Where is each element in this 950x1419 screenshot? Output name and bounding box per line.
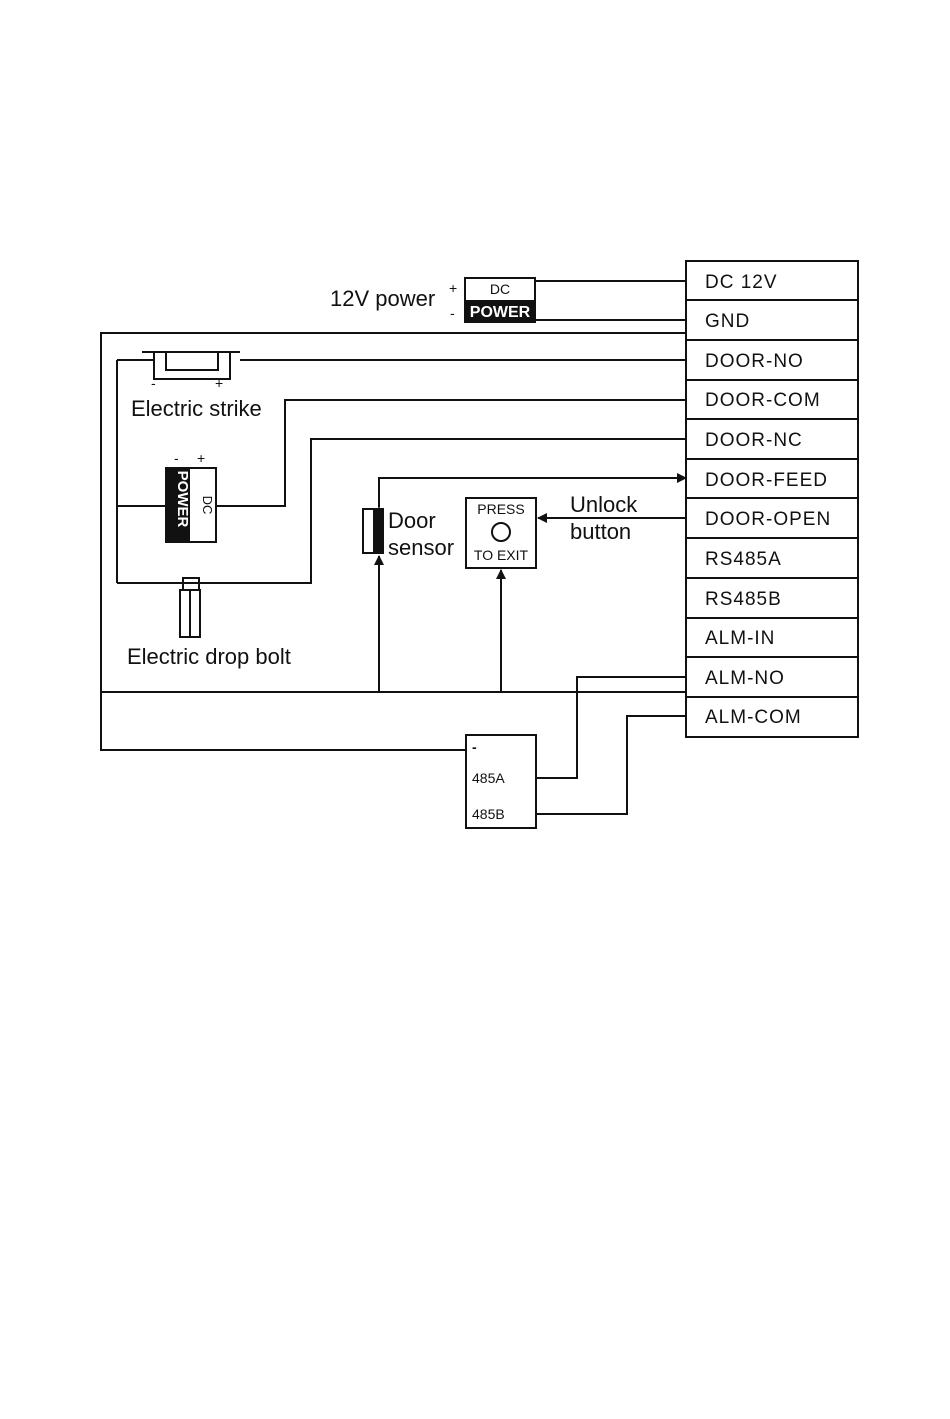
terminal-door-open: DOOR-OPEN	[705, 509, 831, 530]
power-supply-dc: DC	[490, 281, 510, 297]
terminal-alm-in: ALM-IN	[705, 628, 775, 649]
lock-power-power: POWER	[174, 471, 191, 528]
terminal-door-nc: DOOR-NC	[705, 430, 803, 451]
terminal-rs485a: RS485A	[705, 549, 782, 570]
lock-power-dc: DC	[200, 496, 215, 515]
power-supply-power: POWER	[470, 304, 531, 321]
electric-strike-plus: +	[215, 375, 223, 391]
power-supply-plus: +	[449, 280, 457, 296]
terminal-alm-com: ALM-COM	[705, 707, 802, 728]
lock-power-plus: +	[197, 450, 205, 466]
exit-button: PRESS TO EXIT	[466, 498, 536, 568]
rs485-minus: -	[472, 739, 477, 755]
exit-button-bottom: TO EXIT	[474, 547, 529, 563]
electric-drop-bolt: Electric drop bolt	[127, 578, 291, 669]
door-sensor: Door sensor	[363, 508, 454, 560]
rs485-b: 485B	[472, 806, 505, 822]
door-sensor-line2: sensor	[388, 535, 454, 560]
unlock-button-line2: button	[570, 519, 631, 544]
lock-power-supply: - + POWER DC	[166, 450, 216, 542]
terminal-rs485b: RS485B	[705, 589, 782, 610]
terminal-door-feed: DOOR-FEED	[705, 470, 828, 491]
lock-power-minus: -	[174, 450, 179, 466]
exit-button-top: PRESS	[477, 501, 524, 517]
power-supply-minus: -	[450, 305, 455, 321]
door-sensor-line1: Door	[388, 508, 436, 533]
electric-strike: - + Electric strike	[131, 352, 262, 421]
wire-door-com	[216, 400, 686, 506]
terminal-block: DC 12V GND DOOR-NO DOOR-COM DOOR-NC DOOR…	[686, 261, 858, 737]
drop-bolt-label: Electric drop bolt	[127, 644, 291, 669]
terminal-gnd: GND	[705, 311, 750, 332]
terminal-dc12v: DC 12V	[705, 272, 778, 293]
power-supply-label: 12V power	[330, 286, 435, 311]
unlock-button-line1: Unlock	[570, 492, 638, 517]
terminal-door-no: DOOR-NO	[705, 351, 804, 372]
rs485-module: - 485A 485B	[466, 735, 536, 828]
electric-strike-minus: -	[151, 375, 156, 391]
rs485-a: 485A	[472, 770, 505, 786]
exit-button-circle-icon	[492, 523, 510, 541]
terminal-alm-no: ALM-NO	[705, 668, 785, 689]
terminal-door-com: DOOR-COM	[705, 390, 821, 411]
wire-alm-com	[536, 716, 686, 814]
power-supply: 12V power + - DC POWER	[330, 278, 535, 322]
electric-strike-label: Electric strike	[131, 396, 262, 421]
